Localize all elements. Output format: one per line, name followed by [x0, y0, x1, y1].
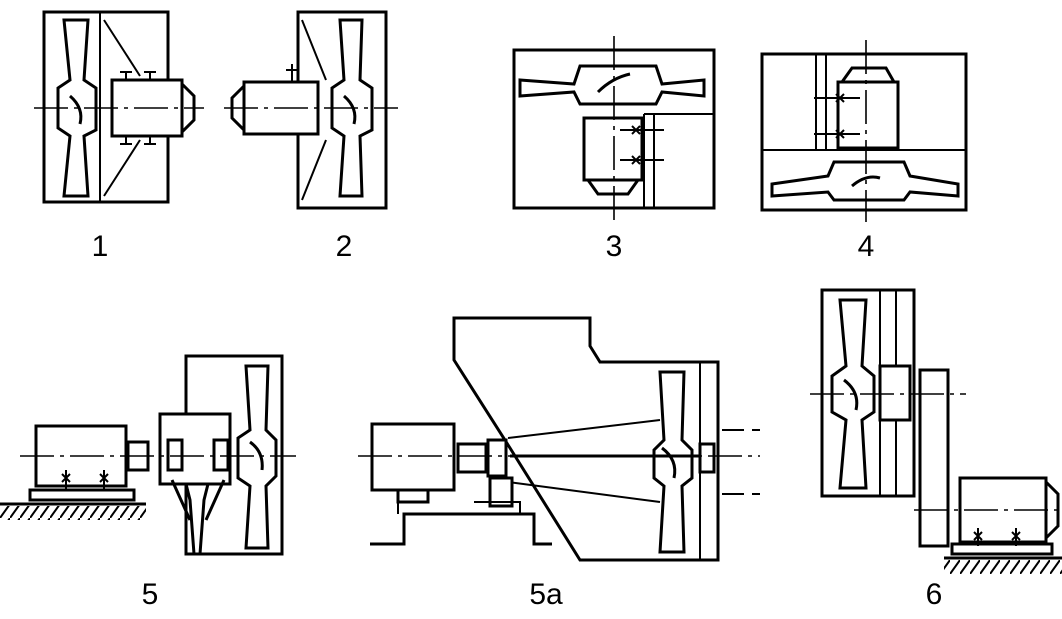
mounting-bolts — [620, 125, 664, 165]
mounting-bolt — [286, 64, 298, 82]
coupling — [456, 442, 488, 474]
mounting-bolts — [120, 71, 156, 145]
mounting-bolts — [814, 93, 860, 139]
pedestal — [184, 482, 210, 556]
label-5a: 5a — [529, 578, 563, 611]
motor-foot — [396, 488, 430, 504]
foundation-hatch — [0, 506, 146, 520]
mounting-bolts — [973, 528, 1021, 546]
motor — [836, 80, 900, 150]
blade-arc — [843, 378, 859, 411]
fan-housing — [452, 316, 720, 562]
label-6: 6 — [926, 578, 943, 611]
label-1: 1 — [92, 230, 109, 263]
volute-line — [103, 19, 141, 77]
arrangement-5a — [358, 316, 760, 562]
arrangement-1 — [34, 10, 204, 204]
blade-arc — [851, 175, 881, 188]
bearing — [212, 438, 230, 472]
arrangement-4 — [760, 40, 968, 222]
blade-arc — [661, 446, 677, 479]
blade-arc — [342, 94, 357, 125]
impeller — [236, 364, 278, 550]
motor — [582, 116, 644, 182]
mounting-bolts — [61, 470, 109, 490]
motor-end-cap — [840, 66, 896, 83]
label-4: 4 — [858, 230, 875, 263]
fan-housing — [760, 52, 968, 212]
motor — [370, 422, 456, 492]
bearing — [486, 438, 508, 478]
arrangement-6 — [810, 288, 1062, 574]
arrangement-3 — [512, 36, 716, 222]
fan-housing — [820, 288, 916, 498]
foundation-hatch — [944, 560, 1062, 574]
blade-arc — [249, 440, 264, 471]
pedestal-legs — [170, 479, 226, 521]
arrangement-2 — [224, 10, 398, 210]
volute-line — [301, 139, 327, 201]
blade-arc — [68, 94, 83, 125]
arrangement-5 — [0, 354, 296, 556]
motor-base — [28, 488, 136, 502]
motor-end-cap — [586, 179, 640, 196]
bearing-housing — [878, 364, 912, 422]
base-frame-detail — [397, 501, 521, 514]
bearing — [698, 442, 716, 474]
volute-line — [103, 139, 141, 197]
bearing-pedestal — [488, 476, 514, 508]
belt-guard — [918, 368, 950, 548]
volute-line — [301, 19, 327, 81]
label-3: 3 — [606, 230, 623, 263]
blade-arc — [596, 72, 631, 94]
motor-base — [950, 542, 1054, 556]
inlet-cone — [507, 419, 661, 503]
label-5: 5 — [142, 578, 159, 611]
impeller — [518, 64, 706, 106]
base-frame — [370, 512, 552, 546]
impeller — [770, 160, 960, 202]
bearing — [166, 438, 184, 472]
label-2: 2 — [336, 230, 353, 263]
